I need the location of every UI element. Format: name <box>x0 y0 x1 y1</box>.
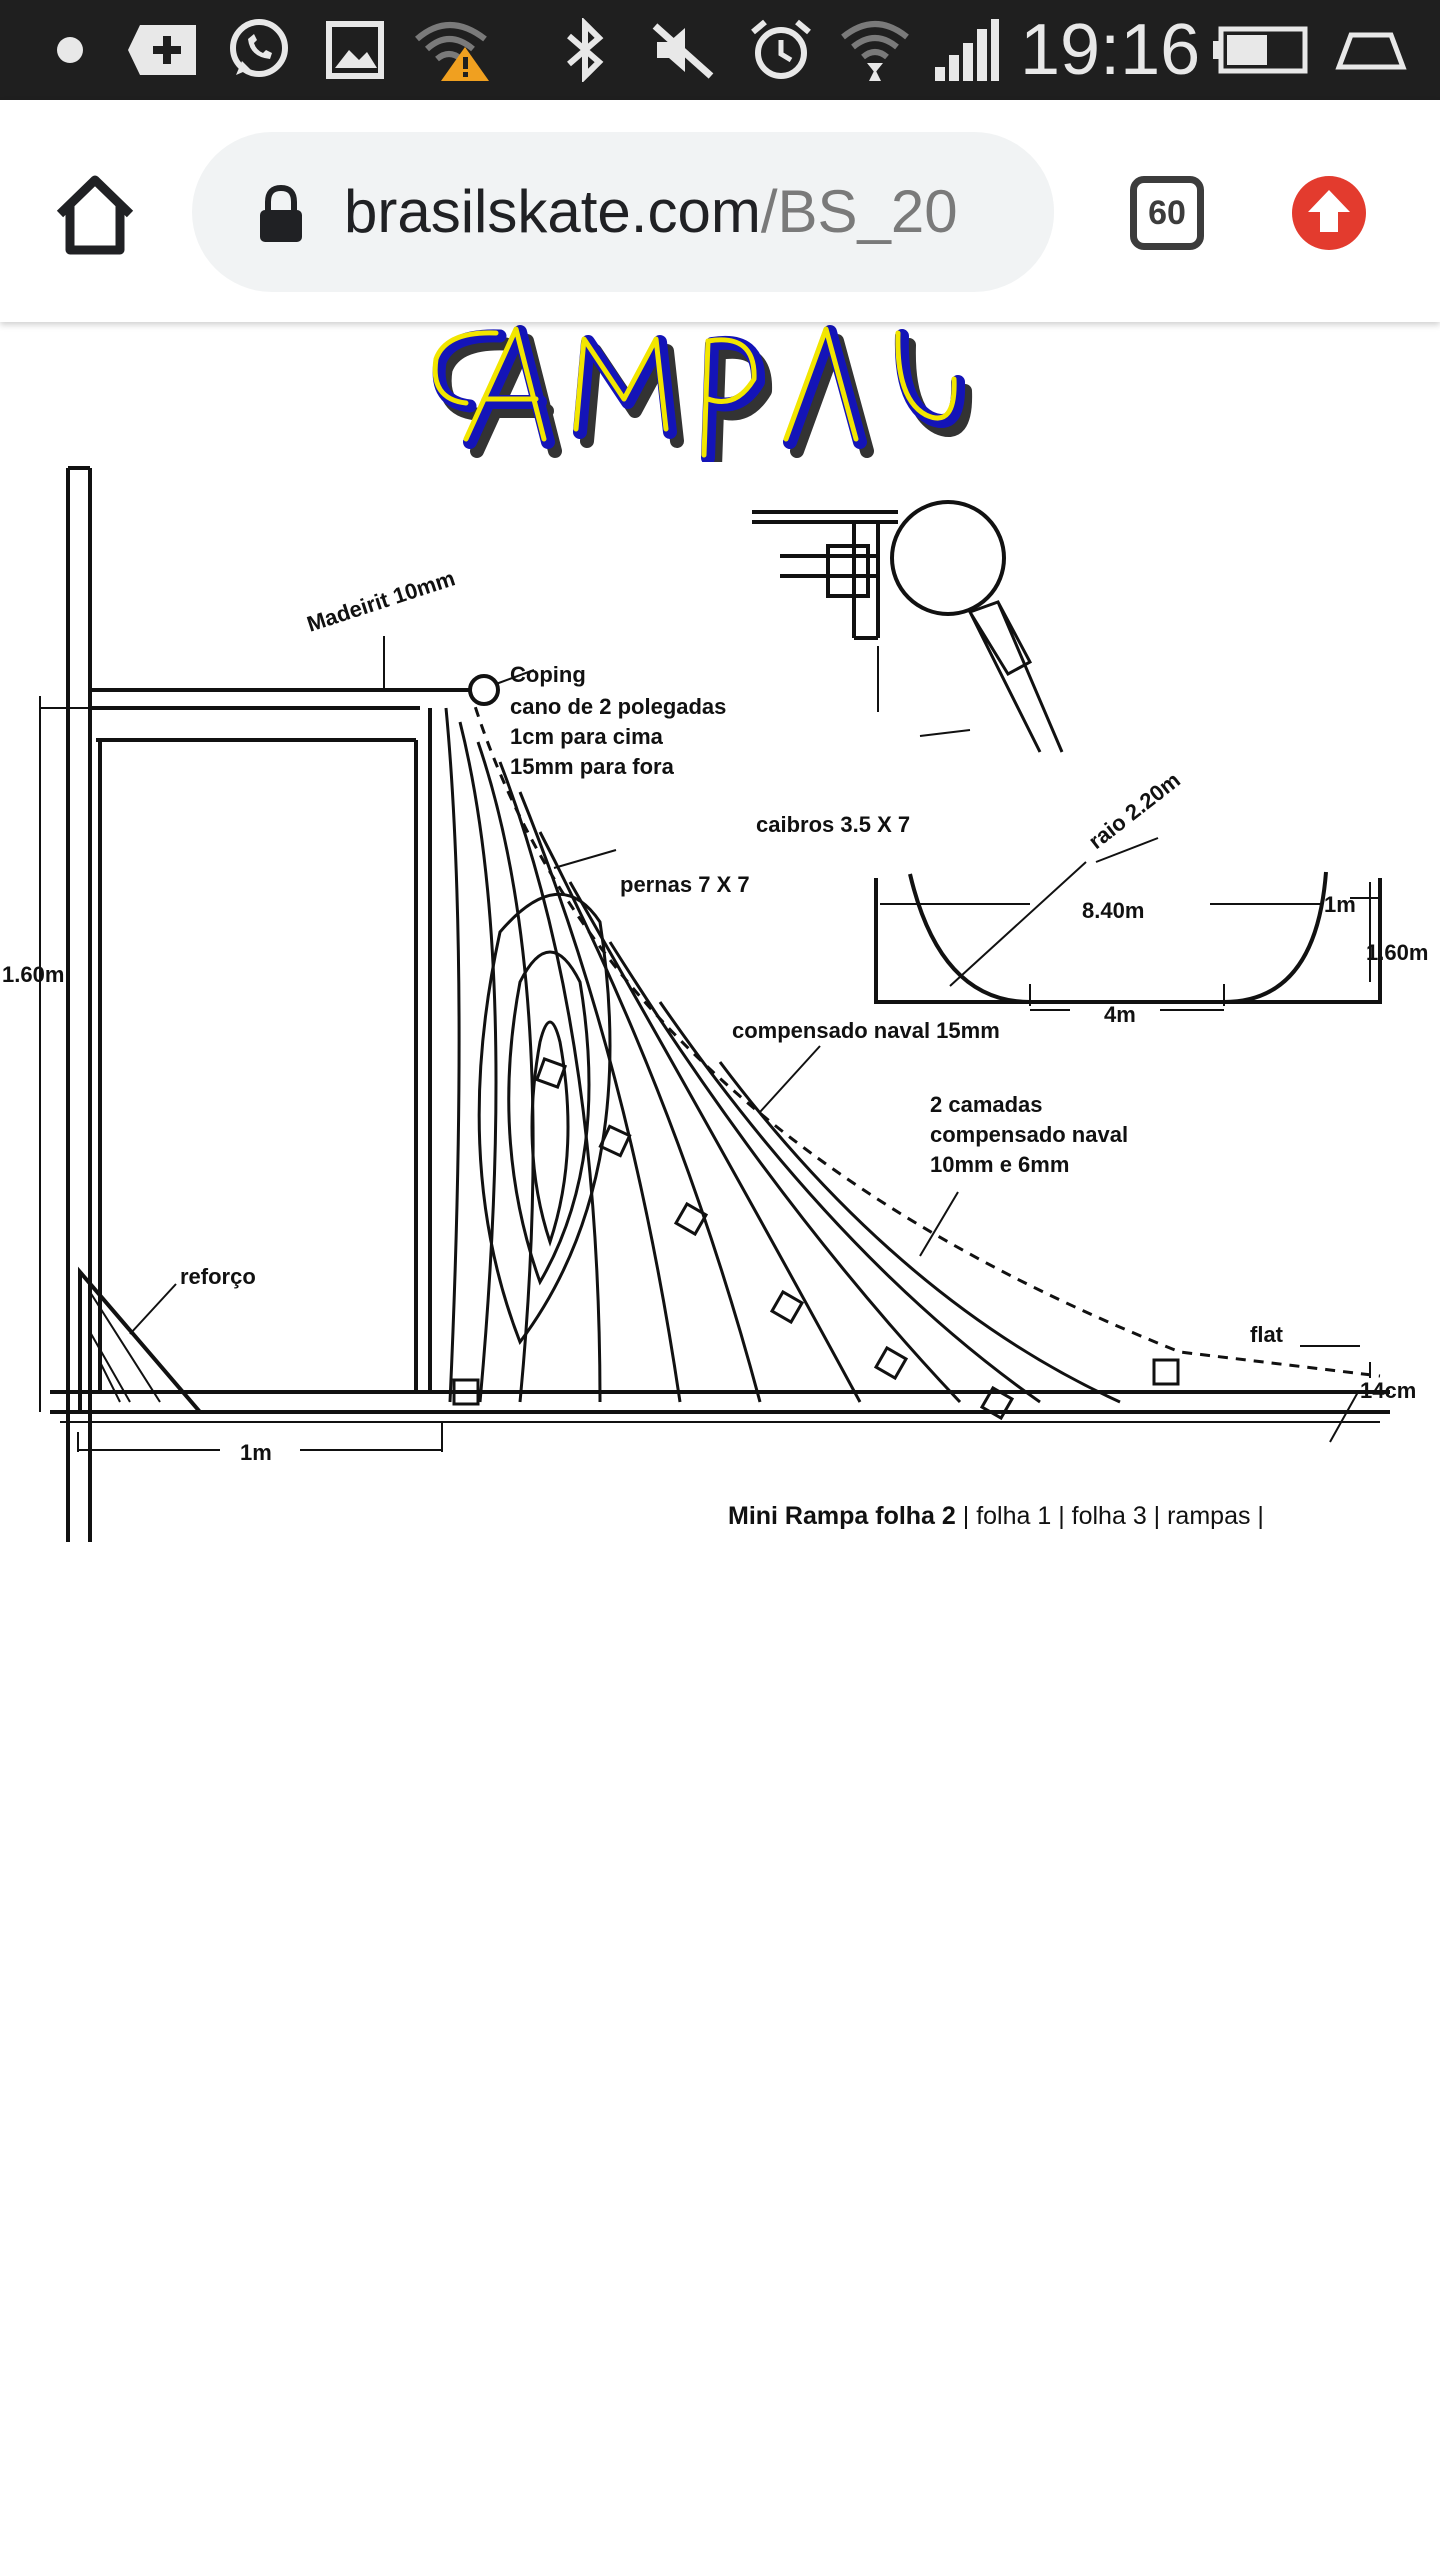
lip-label: 1m <box>1324 892 1356 917</box>
tab-count: 60 <box>1148 193 1186 232</box>
link-folha-1[interactable]: folha 1 <box>976 1502 1052 1530</box>
tab-switcher-button[interactable]: 60 <box>1130 176 1204 250</box>
url-text: brasilskate.com/BS_20 <box>344 174 958 250</box>
width-label: 8.40m <box>1082 898 1144 923</box>
link-rampas[interactable]: rampas <box>1167 1502 1251 1530</box>
update-arrow-icon <box>1308 190 1350 232</box>
height-left-label: 1.60m <box>2 962 64 987</box>
compensado-label: compensado naval 15mm <box>732 1018 1000 1043</box>
url-bar[interactable]: brasilskate.com/BS_20 <box>192 132 1054 292</box>
url-fade <box>994 132 1054 292</box>
hotspot-icon <box>1334 20 1408 80</box>
caption-separator: | <box>1146 1502 1168 1530</box>
madeirit-label: Madeirit 10mm <box>304 565 458 636</box>
coping-spec-2: 1cm para cima <box>510 724 664 749</box>
lock-icon <box>260 184 302 242</box>
camadas-label-3: 10mm e 6mm <box>930 1152 1069 1177</box>
browser-toolbar: brasilskate.com/BS_20 60 <box>0 100 1440 322</box>
wifi-icon <box>838 20 912 81</box>
mute-icon <box>648 20 718 80</box>
caption-separator: | <box>955 1502 977 1530</box>
status-bar: 19:16 <box>0 0 1440 100</box>
camadas-label-2: compensado naval <box>930 1122 1128 1147</box>
flat-label: flat <box>1250 1322 1284 1347</box>
flat-width-label: 4m <box>1104 1002 1136 1027</box>
coping-spec-3: 15mm para fora <box>510 754 675 779</box>
signal-icon <box>930 19 1002 81</box>
pernas-label: pernas 7 X 7 <box>620 872 750 897</box>
base-label: 1m <box>240 1440 272 1465</box>
url-path: /BS_20 <box>760 178 958 245</box>
camadas-label-1: 2 camadas <box>930 1092 1043 1117</box>
rampas-title-graphic <box>432 325 973 462</box>
web-content: Coping cano de 2 polegadas 1cm para cima… <box>0 322 1440 2560</box>
update-button[interactable] <box>1292 176 1366 250</box>
ramp-technical-drawing: Coping cano de 2 polegadas 1cm para cima… <box>2 466 1428 1542</box>
raio-label: raio 2.20m <box>1084 767 1185 854</box>
dot-icon <box>50 20 90 80</box>
whatsapp-icon <box>222 19 296 80</box>
battery-icon <box>1210 20 1310 80</box>
caption-separator: | <box>1250 1502 1264 1530</box>
coping-label: Coping <box>510 662 586 687</box>
height-right-label: 1.60m <box>1366 940 1428 965</box>
home-icon <box>56 175 134 255</box>
coping-spec-1: cano de 2 polegadas <box>510 694 726 719</box>
plus-box-icon <box>124 20 204 80</box>
gallery-icon <box>322 20 388 80</box>
link-folha-3[interactable]: folha 3 <box>1071 1502 1147 1530</box>
page-caption: Mini Rampa folha 2 | folha 1 | folha 3 |… <box>728 1500 1264 1532</box>
home-button[interactable] <box>50 170 140 260</box>
flat-height-label: 14cm <box>1360 1378 1416 1403</box>
caption-title: Mini Rampa folha 2 <box>728 1502 956 1530</box>
reforco-label: reforço <box>180 1264 256 1289</box>
status-time: 19:16 <box>1020 10 1201 90</box>
wifi-warning-icon <box>412 20 492 81</box>
caption-separator: | <box>1051 1502 1072 1530</box>
caibros-label: caibros 3.5 X 7 <box>756 812 910 837</box>
alarm-icon <box>748 19 814 80</box>
banner-letters <box>463 325 973 462</box>
bluetooth-icon <box>560 18 610 82</box>
url-host: brasilskate.com <box>344 178 761 245</box>
